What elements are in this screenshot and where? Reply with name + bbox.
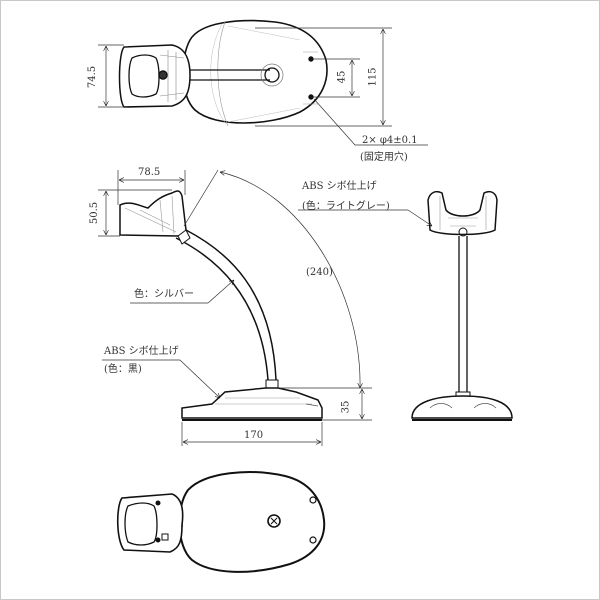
- base-material-callout: ABS シボ仕上げ: [104, 346, 179, 357]
- front-view: [298, 190, 513, 421]
- dim-base-width: 115: [367, 67, 379, 87]
- dim-head-height: 50.5: [89, 201, 101, 225]
- bottom-view: [116, 471, 326, 573]
- hole-callout-purpose: (固定用穴): [360, 152, 408, 163]
- dim-base-height: 35: [340, 400, 352, 414]
- dim-head-width: 78.5: [138, 167, 161, 178]
- hole-callout-spec: 2× φ4±0.1: [362, 135, 418, 146]
- head-material-callout: ABS シボ仕上げ: [302, 181, 377, 192]
- neck-color-callout: 色：シルバー: [134, 289, 194, 300]
- dim-top-width-left: 74.5: [87, 65, 99, 89]
- side-view: [98, 169, 372, 446]
- dim-hole-spacing: 45: [336, 70, 348, 84]
- top-view: [98, 19, 428, 146]
- dim-base-length: 170: [244, 430, 264, 441]
- base-color-callout: (色：黒): [104, 364, 142, 375]
- head-color-callout: (色：ライトグレー): [302, 201, 390, 212]
- dim-arc-length: (240): [306, 267, 333, 278]
